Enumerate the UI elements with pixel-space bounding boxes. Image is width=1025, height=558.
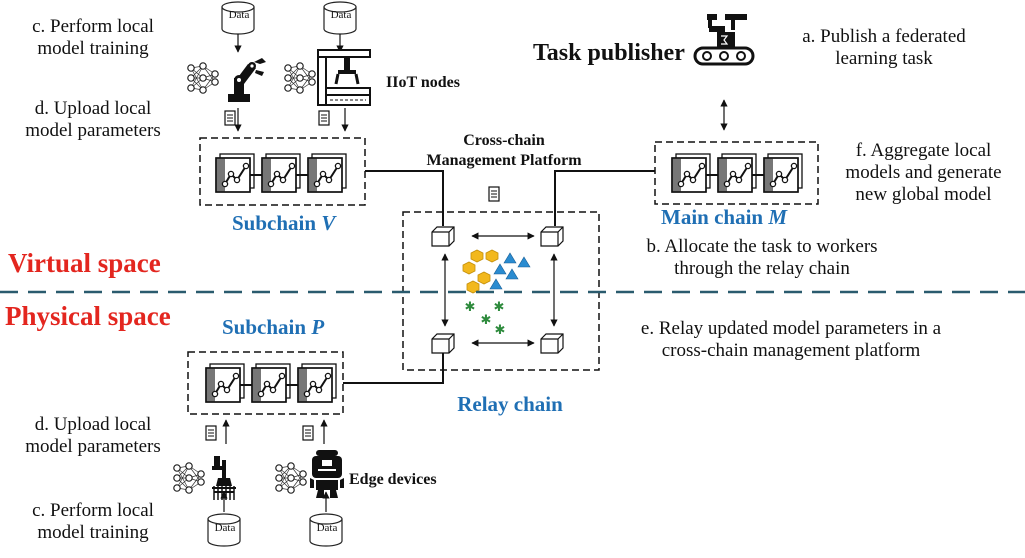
allocate-label: b. Allocate the task to workers through …	[646, 236, 878, 279]
upload-params-label-top: d. Upload local model parameters	[25, 98, 161, 141]
svg-text:✱: ✱	[494, 300, 505, 315]
publish-task-label: a. Publish a federated learning task	[802, 26, 966, 69]
virtual-space-label: Virtual space	[8, 248, 161, 278]
subchain-v-blocks	[216, 154, 346, 192]
hexagon-cluster	[462, 249, 499, 294]
database-label: Data	[316, 522, 338, 534]
svg-text:✱: ✱	[495, 323, 506, 338]
document-icon	[224, 110, 236, 126]
document-icon	[318, 110, 330, 126]
subchain-p-box	[187, 351, 344, 415]
cube-icon	[431, 333, 455, 354]
subchain-p-blocks	[206, 364, 336, 402]
database-label: Data	[228, 9, 250, 21]
main-chain-box	[654, 141, 819, 205]
document-icon	[302, 425, 314, 441]
document-icon	[488, 186, 500, 202]
edge-devices-label: Edge devices	[349, 471, 437, 488]
neural-network-icon	[284, 62, 316, 94]
cross-chain-platform-label: Cross-chain Management Platform	[426, 132, 582, 169]
database-label: Data	[214, 522, 236, 534]
perform-training-label-top: c. Perform local model training	[32, 16, 154, 59]
robot-arm-icon	[228, 58, 266, 102]
neural-network-icon	[275, 462, 307, 494]
document-icon	[205, 425, 217, 441]
cube-icon	[540, 333, 564, 354]
relay-updated-label: e. Relay updated model parameters in a c…	[640, 318, 942, 361]
aggregate-label: f. Aggregate local models and generate n…	[845, 140, 1002, 205]
neural-network-icon	[173, 462, 205, 494]
upload-params-label-bottom: d. Upload local model parameters	[25, 414, 161, 457]
task-publisher-label: Task publisher	[533, 40, 685, 66]
physical-space-label: Physical space	[5, 301, 171, 331]
triangle-cluster	[489, 252, 531, 290]
subchain-v-label: Subchain V	[232, 211, 336, 235]
svg-text:✱: ✱	[465, 300, 476, 315]
conveyor-icon	[693, 14, 755, 66]
subchain-p-label: Subchain P	[222, 315, 325, 339]
neural-network-icon	[187, 62, 219, 94]
relay-chain-label: Relay chain	[457, 392, 563, 416]
main-chain-label: Main chain M	[661, 205, 788, 229]
cube-icon	[540, 226, 564, 247]
iiot-nodes-label: IIoT nodes	[386, 74, 460, 91]
main-chain-blocks	[672, 154, 802, 192]
perform-training-label-bottom: c. Perform local model training	[32, 500, 154, 543]
svg-text:✱: ✱	[481, 313, 492, 328]
robot-icon	[310, 450, 344, 498]
cube-icon	[431, 226, 455, 247]
database-label: Data	[330, 9, 352, 21]
gantry-robot-icon	[317, 49, 371, 106]
star-cluster: ✱ ✱ ✱ ✱	[465, 300, 506, 338]
